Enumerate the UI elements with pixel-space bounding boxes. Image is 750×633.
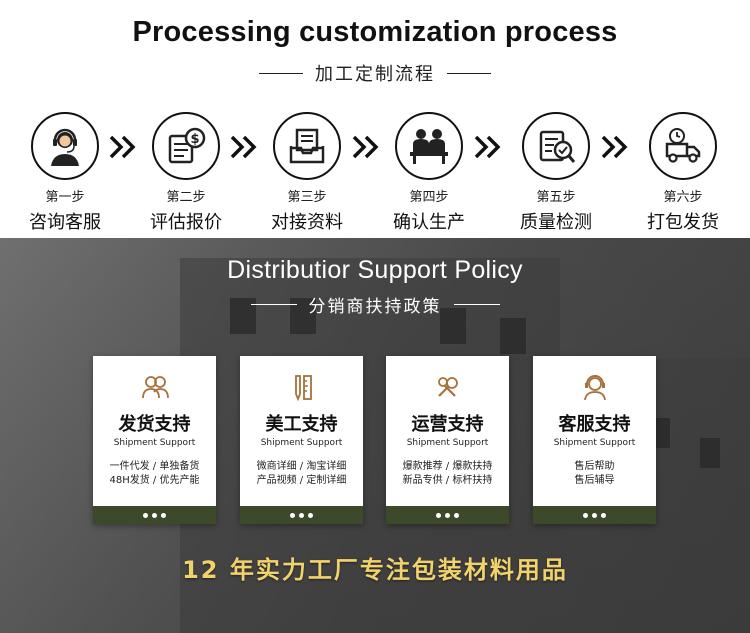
dot-icon xyxy=(290,512,295,518)
people-icon xyxy=(140,372,170,402)
card-subtitle: Shipment Support xyxy=(406,438,489,448)
dot-icon xyxy=(583,512,588,518)
step-number: 第一步 xyxy=(45,190,85,205)
process-subtitle-row: 加工定制流程 xyxy=(0,60,750,86)
divider-line xyxy=(453,303,500,305)
wrench-tools-icon xyxy=(433,372,463,402)
policy-section: Distributior Support Policy 分销商扶持政策 发货支持… xyxy=(0,238,750,633)
customer-service-agent-icon xyxy=(31,112,99,180)
step-4: 第四步 确认生产 xyxy=(374,112,484,234)
factory-slogan: 12 年实力工厂专注包装材料用品 xyxy=(182,556,568,584)
card-description: 一件代发 / 单独备货 48H发货 / 优先产能 xyxy=(93,460,216,488)
double-chevron-icon xyxy=(473,132,503,162)
card-subtitle: Shipment Support xyxy=(113,438,196,448)
card-title: 发货支持 xyxy=(118,414,191,435)
card-line: 新品专供 / 标杆扶持 xyxy=(402,475,493,486)
card-line: 售后帮助 xyxy=(574,461,615,472)
support-card-shipment: 发货支持 Shipment Support 一件代发 / 单独备货 48H发货 … xyxy=(93,356,216,524)
card-title: 美工支持 xyxy=(265,414,338,435)
dot-icon xyxy=(143,512,148,518)
card-footer xyxy=(93,506,216,524)
dot-icon xyxy=(308,512,313,518)
step-2: $ 第二步 评估报价 xyxy=(131,112,241,234)
step-name: 确认生产 xyxy=(393,212,465,233)
quality-check-icon xyxy=(522,112,590,180)
card-description: 售后帮助 售后辅导 xyxy=(533,460,656,488)
process-steps: 第一步 咨询客服 $ 第二步 评估报价 xyxy=(0,112,750,234)
support-card-service: 客服支持 Shipment Support 售后帮助 售后辅导 xyxy=(533,356,656,524)
meeting-people-icon xyxy=(395,112,463,180)
step-6: 第六步 打包发货 xyxy=(628,112,738,234)
delivery-truck-icon xyxy=(649,112,717,180)
card-line: 48H发货 / 优先产能 xyxy=(109,475,200,486)
step-number: 第三步 xyxy=(287,190,327,205)
divider-line xyxy=(250,303,297,305)
double-chevron-icon xyxy=(351,132,381,162)
card-description: 微商详细 / 淘宝详细 产品视频 / 定制详细 xyxy=(240,460,363,488)
step-5: 第五步 质量检测 xyxy=(501,112,611,234)
building-window xyxy=(700,438,720,468)
headset-agent-icon xyxy=(580,372,610,402)
pen-ruler-icon xyxy=(287,372,317,402)
card-line: 售后辅导 xyxy=(574,475,615,486)
card-footer xyxy=(386,506,509,524)
policy-subtitle: 分销商扶持政策 xyxy=(308,296,442,317)
step-number: 第二步 xyxy=(166,190,206,205)
building-window xyxy=(500,318,526,354)
process-subtitle: 加工定制流程 xyxy=(315,64,435,85)
step-1: 第一步 咨询客服 xyxy=(10,112,120,234)
step-name: 对接资料 xyxy=(271,212,343,233)
dot-icon xyxy=(436,512,441,518)
card-description: 爆款推荐 / 爆款扶持 新品专供 / 标杆扶持 xyxy=(386,460,509,488)
card-line: 产品视频 / 定制详细 xyxy=(256,475,347,486)
step-3: 第三步 对接资料 xyxy=(252,112,362,234)
step-name: 质量检测 xyxy=(520,212,592,233)
card-subtitle: Shipment Support xyxy=(260,438,343,448)
card-title: 运营支持 xyxy=(411,414,484,435)
divider-line xyxy=(447,72,491,74)
step-name: 咨询客服 xyxy=(29,212,101,233)
support-card-design: 美工支持 Shipment Support 微商详细 / 淘宝详细 产品视频 /… xyxy=(240,356,363,524)
divider-line xyxy=(259,72,303,74)
step-number: 第五步 xyxy=(536,190,576,205)
card-footer xyxy=(240,506,363,524)
policy-subtitle-row: 分销商扶持政策 xyxy=(0,292,750,317)
step-number: 第六步 xyxy=(663,190,703,205)
card-line: 一件代发 / 单独备货 xyxy=(109,461,200,472)
card-footer xyxy=(533,506,656,524)
card-line: 爆款推荐 / 爆款扶持 xyxy=(402,461,493,472)
document-tray-icon xyxy=(273,112,341,180)
step-name: 评估报价 xyxy=(150,212,222,233)
support-card-operation: 运营支持 Shipment Support 爆款推荐 / 爆款扶持 新品专供 /… xyxy=(386,356,509,524)
dot-icon xyxy=(601,512,606,518)
dot-icon xyxy=(161,512,166,518)
process-section: Processing customization process 加工定制流程 … xyxy=(0,0,750,238)
step-number: 第四步 xyxy=(409,190,449,205)
card-title: 客服支持 xyxy=(558,414,631,435)
quote-invoice-icon: $ xyxy=(152,112,220,180)
card-line: 微商详细 / 淘宝详细 xyxy=(256,461,347,472)
dot-icon xyxy=(152,512,157,518)
card-subtitle: Shipment Support xyxy=(553,438,636,448)
dot-icon xyxy=(454,512,459,518)
dot-icon xyxy=(592,512,597,518)
process-title: Processing customization process xyxy=(132,16,618,48)
step-name: 打包发货 xyxy=(647,212,719,233)
svg-text:$: $ xyxy=(190,132,199,147)
dot-icon xyxy=(445,512,450,518)
dot-icon xyxy=(299,512,304,518)
building-window xyxy=(440,308,466,344)
double-chevron-icon xyxy=(229,132,259,162)
policy-title: Distributior Support Policy xyxy=(227,256,523,284)
double-chevron-icon xyxy=(108,132,138,162)
double-chevron-icon xyxy=(600,132,630,162)
